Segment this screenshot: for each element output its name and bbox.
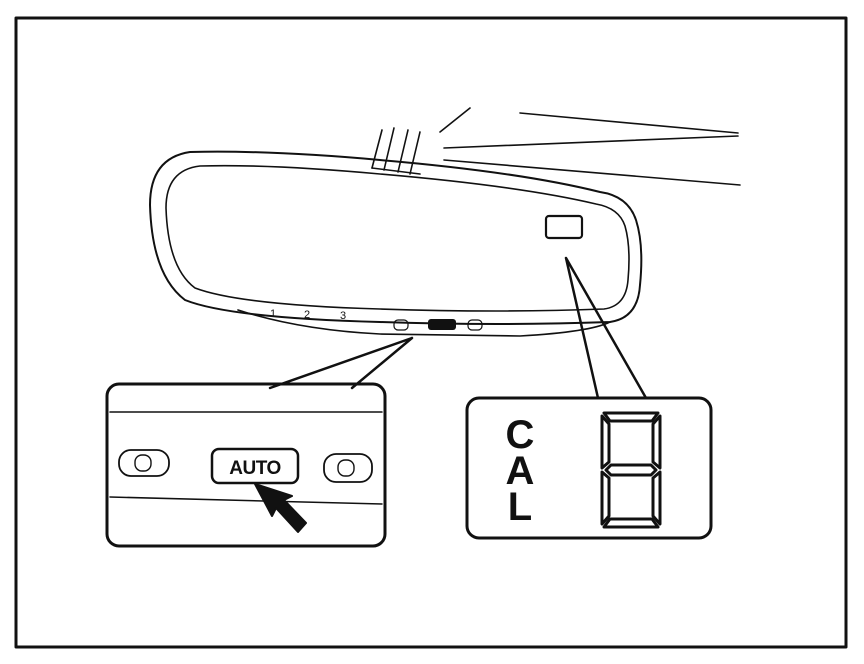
windshield-lines [439, 107, 741, 186]
mirror-position-label: 3 [340, 310, 346, 322]
press-arrow-icon [254, 483, 307, 533]
mirror-display-window [544, 214, 584, 240]
display-leader [564, 256, 648, 400]
button-leader [268, 336, 414, 390]
cal-letter: C [506, 413, 535, 457]
right-mode-button[interactable] [323, 453, 373, 483]
outer-frame [14, 16, 848, 649]
button-callout: AUTO [105, 382, 387, 548]
mirror-glass [165, 164, 630, 312]
display-callout: C A L 8 [465, 396, 713, 540]
cal-letter: A [506, 449, 535, 493]
auto-button-label: AUTO [229, 458, 280, 479]
mirror-bottom-bezel [237, 309, 611, 337]
mirror-mount [371, 127, 421, 175]
left-mode-button[interactable] [118, 449, 170, 477]
mirror-position-label: 1 [270, 308, 276, 320]
mirror-housing [149, 150, 643, 325]
mirror-buttons [393, 319, 483, 331]
cal-letter: L [508, 485, 532, 529]
mirror-position-label: 2 [304, 309, 310, 321]
seven-segment-digit: 8 [600, 411, 662, 529]
